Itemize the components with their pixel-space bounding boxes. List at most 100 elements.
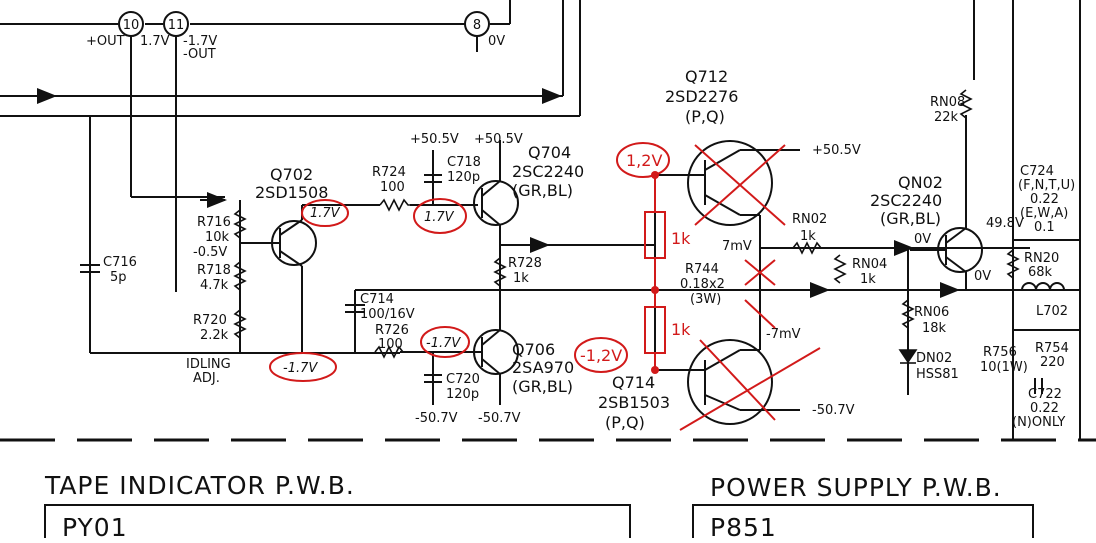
c714-ref: C714 xyxy=(360,292,394,307)
pin-8-value: 0V xyxy=(488,34,505,49)
rn04-value: 1k xyxy=(860,272,876,287)
annotation-1-2v: 1,2V xyxy=(626,151,662,170)
annotation-neg-1-7v-a: -1.7V xyxy=(283,361,318,376)
r754-value: 220 xyxy=(1040,355,1065,370)
q714-grade: (P,Q) xyxy=(605,413,645,432)
c718-ref: C718 xyxy=(447,155,481,170)
voltage-m7mv: -7mV xyxy=(766,327,801,342)
r756-ref: R756 xyxy=(983,345,1017,360)
power-board-id: P851 xyxy=(710,513,777,538)
r726-value: 100 xyxy=(378,337,403,352)
pin-11-value: -1.7V xyxy=(183,34,217,49)
q712-grade: (P,Q) xyxy=(685,107,725,126)
supply-m50-a: -50.7V xyxy=(415,411,458,426)
rn02-value: 1k xyxy=(800,229,816,244)
r720-ref: R720 xyxy=(193,313,227,328)
c716-value: 5p xyxy=(110,270,127,285)
c722-value: 0.22 xyxy=(1030,401,1059,416)
c724-l2: 0.22 xyxy=(1030,192,1059,207)
c724-ref: C724 xyxy=(1020,164,1054,179)
r726-ref: R726 xyxy=(375,323,409,338)
q714-ref: Q714 xyxy=(612,373,655,392)
annotation-1-7v-a: 1.7V xyxy=(310,206,341,221)
q704-grade: (GR,BL) xyxy=(512,181,573,200)
r756-value: 10(1W) xyxy=(980,360,1028,375)
rn04-ref: RN04 xyxy=(852,257,887,272)
c720-value: 120p xyxy=(446,387,479,402)
pin-10: 10 xyxy=(118,11,144,37)
tape-board-title: TAPE INDICATOR P.W.B. xyxy=(44,471,355,500)
r724-value: 100 xyxy=(380,180,405,195)
annotation-resistor-up: 1k xyxy=(671,229,691,248)
q704-part: 2SC2240 xyxy=(512,162,584,181)
r744-power: (3W) xyxy=(690,292,721,307)
c724-l1: (F,N,T,U) xyxy=(1018,178,1075,193)
rn06-ref: RN06 xyxy=(914,305,949,320)
r716-ref: R716 xyxy=(197,215,231,230)
r744-ref: R744 xyxy=(685,262,719,277)
rn08-ref: RN08 xyxy=(930,95,965,110)
rn08-value: 22k xyxy=(934,110,959,125)
power-board-title: POWER SUPPLY P.W.B. xyxy=(710,473,1002,502)
idling-label: IDLING xyxy=(186,357,231,372)
rn20-ref: RN20 xyxy=(1024,251,1059,266)
r716-value: 10k xyxy=(205,230,230,245)
idling-adj: ADJ. xyxy=(193,371,220,386)
voltage-7mv: 7mV xyxy=(722,239,752,254)
supply-m50-c: -50.7V xyxy=(812,403,855,418)
tape-board-id: PY01 xyxy=(62,513,128,538)
c722-ref: C722 xyxy=(1028,387,1062,402)
q704-ref: Q704 xyxy=(528,143,571,162)
q712-ref: Q712 xyxy=(685,67,728,86)
c724-l4: 0.1 xyxy=(1034,220,1055,235)
r728-ref: R728 xyxy=(508,256,542,271)
r754-ref: R754 xyxy=(1035,341,1069,356)
q702-ref: Q702 xyxy=(270,165,313,184)
annotation-1-7v-b: 1.7V xyxy=(424,210,455,225)
q702-part: 2SD1508 xyxy=(255,183,328,202)
voltage-498: 49.8V xyxy=(986,216,1024,231)
voltage-neg05: -0.5V xyxy=(193,245,227,260)
q706-ref: Q706 xyxy=(512,340,555,359)
r744-value: 0.18x2 xyxy=(680,277,725,292)
supply-p50-b: +50.5V xyxy=(474,132,523,147)
q706-part: 2SA970 xyxy=(512,358,574,377)
pin-11-label: -OUT xyxy=(183,47,216,62)
c722-note: (N)ONLY xyxy=(1012,415,1065,430)
qn02-ref: QN02 xyxy=(898,173,943,192)
l702-ref: L702 xyxy=(1036,304,1068,319)
q706-grade: (GR,BL) xyxy=(512,377,573,396)
voltage-0v-a: 0V xyxy=(914,232,931,247)
c718-value: 120p xyxy=(447,170,480,185)
r718-value: 4.7k xyxy=(200,278,229,293)
rn02-ref: RN02 xyxy=(792,212,827,227)
qn02-grade: (GR,BL) xyxy=(880,209,941,228)
r724-ref: R724 xyxy=(372,165,406,180)
c724-l3: (E,W,A) xyxy=(1020,206,1068,221)
rn06-value: 18k xyxy=(922,321,947,336)
pin-number: 10 xyxy=(123,18,140,33)
c714-value: 100/16V xyxy=(360,307,415,322)
annotation-neg-1-2v: -1,2V xyxy=(580,346,622,365)
pin-number: 8 xyxy=(473,18,481,33)
dn02-ref: DN02 xyxy=(916,351,952,366)
annotation-neg-1-7v-b: -1.7V xyxy=(426,336,461,351)
c720-ref: C720 xyxy=(446,372,480,387)
c716-ref: C716 xyxy=(103,255,137,270)
annotation-resistor-down: 1k xyxy=(671,320,691,339)
supply-p50-a: +50.5V xyxy=(410,132,459,147)
q714-part: 2SB1503 xyxy=(598,393,670,412)
qn02-part: 2SC2240 xyxy=(870,191,942,210)
pin-10-value: 1.7V xyxy=(140,34,170,49)
pin-10-label: +OUT xyxy=(86,34,125,49)
rn20-value: 68k xyxy=(1028,265,1053,280)
pin-number: 11 xyxy=(168,18,185,33)
pin-8: 8 xyxy=(464,11,490,37)
supply-m50-b: -50.7V xyxy=(478,411,521,426)
voltage-0v-b: 0V xyxy=(974,269,991,284)
dn02-part: HSS81 xyxy=(916,367,959,382)
pin-11: 11 xyxy=(163,11,189,37)
r718-ref: R718 xyxy=(197,263,231,278)
